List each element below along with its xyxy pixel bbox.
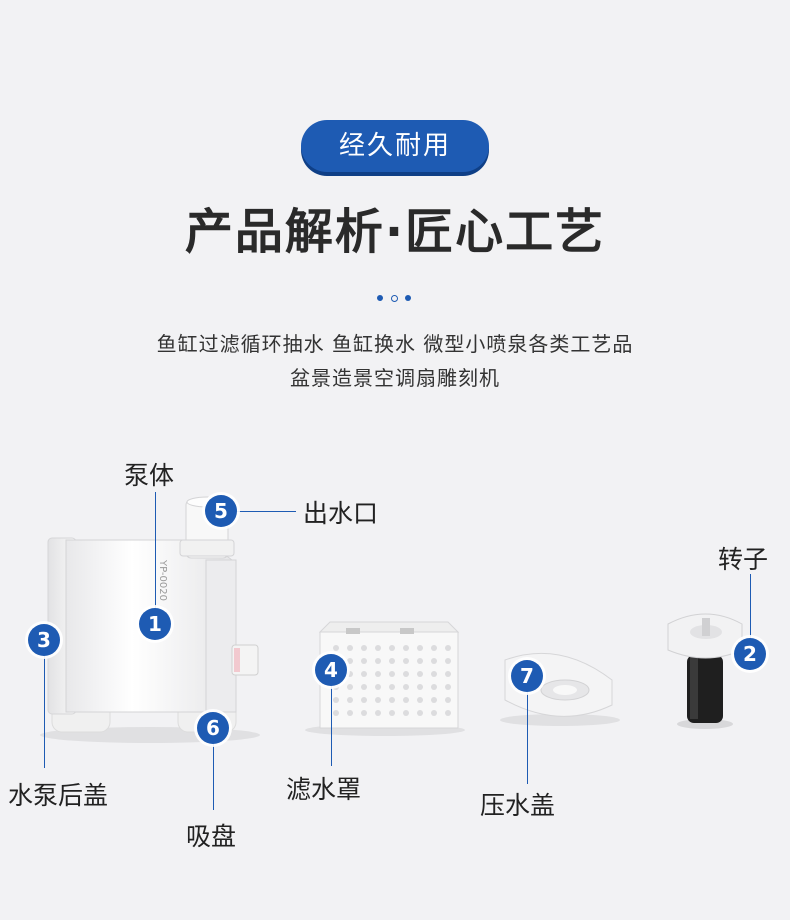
label-filter-cover: 滤水罩 (286, 775, 362, 804)
callout-line-1 (155, 492, 156, 610)
description-line-1: 鱼缸过滤循环抽水 鱼缸换水 微型小喷泉各类工艺品 (156, 332, 634, 356)
callout-line-5 (236, 511, 296, 512)
filter-cover-image (305, 621, 465, 736)
marker-1: 1 (139, 608, 171, 640)
label-suction-cup: 吸盘 (186, 822, 237, 851)
marker-3: 3 (28, 624, 60, 656)
marker-6: 6 (197, 712, 229, 744)
label-back-cover: 水泵后盖 (8, 781, 109, 810)
marker-2: 2 (734, 638, 766, 670)
marker-4: 4 (315, 654, 347, 686)
dot-icon (405, 295, 411, 301)
callout-line-6 (213, 744, 214, 810)
dot-icon (377, 295, 383, 301)
divider-dots (377, 295, 413, 303)
callout-line-2 (750, 574, 751, 638)
callout-line-4 (331, 686, 332, 766)
dot-hollow-icon (391, 295, 398, 302)
pump-model-text: YP-0020 (157, 559, 168, 601)
description-line-2: 盆景造景空调扇雕刻机 (290, 366, 500, 390)
label-pressure-cap: 压水盖 (480, 791, 556, 820)
callout-line-7 (527, 692, 528, 784)
label-outlet: 出水口 (303, 499, 379, 528)
label-rotor: 转子 (718, 545, 769, 574)
feature-badge: 经久耐用 (301, 120, 489, 172)
page-title: 产品解析·匠心工艺 (184, 204, 606, 260)
label-pump-body: 泵体 (124, 461, 175, 490)
marker-5: 5 (205, 495, 237, 527)
marker-7: 7 (511, 660, 543, 692)
callout-line-3 (44, 656, 45, 768)
rotor-image (667, 613, 743, 729)
